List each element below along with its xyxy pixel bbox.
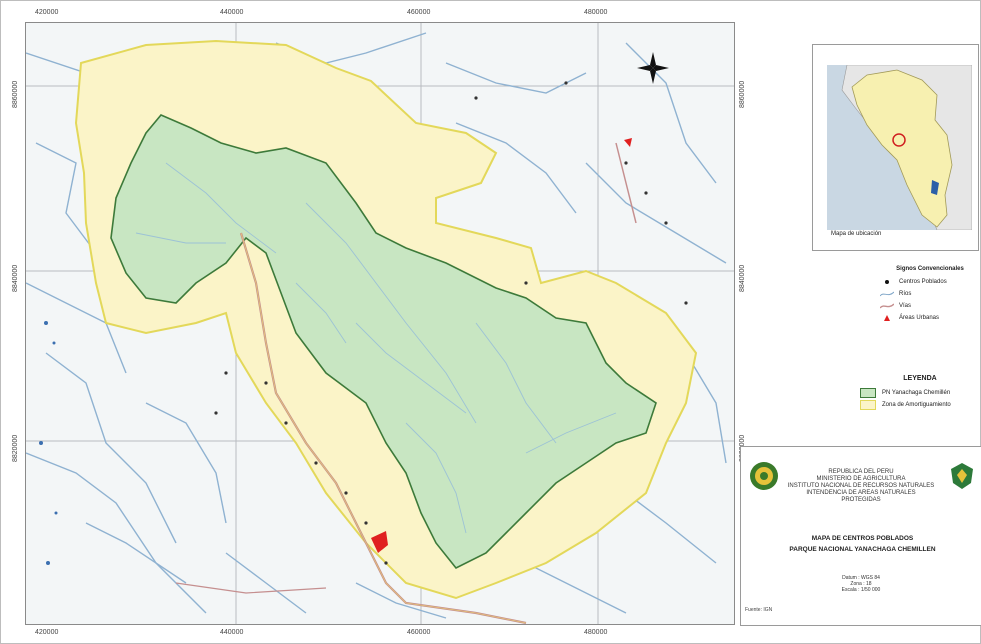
x-tick-label: 440000: [220, 9, 244, 16]
road-icon: [880, 302, 894, 310]
conventional-signs: Signos Convencionales Centros Poblados R…: [880, 266, 980, 324]
legend-title: LEYENDA: [903, 375, 937, 382]
legend-row: Centros Poblados: [880, 276, 980, 288]
scale-line: Datum : WGS 84: [842, 575, 880, 581]
inset-map-label: Mapa de ubicación: [831, 231, 882, 237]
main-map-canvas: [26, 23, 734, 624]
buffer-swatch: [860, 400, 876, 410]
legend-label: Áreas Urbanas: [899, 315, 940, 321]
map-title: MAPA DE CENTROS POBLADOS PARQUE NACIONAL…: [755, 533, 970, 555]
legend-row: Vías: [880, 300, 980, 312]
source-text: Fuente: IGN: [745, 607, 773, 613]
map-title-block: REPUBLICA DEL PERU MINISTERIO DE AGRICUL…: [740, 446, 981, 626]
map-title-line: MAPA DE CENTROS POBLADOS: [811, 535, 914, 542]
legend-row: Ríos: [880, 288, 980, 300]
populated-centers: [214, 81, 688, 565]
legend-label: Vías: [899, 303, 912, 309]
lakes: [39, 321, 58, 565]
y-tick-label: 8860000: [739, 80, 746, 108]
roads: [175, 142, 637, 624]
x-tick-label: 480000: [584, 9, 608, 16]
legend-row: Áreas Urbanas: [880, 312, 980, 324]
north-arrow-icon: [637, 52, 669, 84]
river-icon: [880, 290, 894, 298]
institution-text: REPUBLICA DEL PERU MINISTERIO DE AGRICUL…: [771, 469, 951, 504]
scale-line: Zona : 18: [850, 581, 872, 587]
institution-line: PROTEGIDAS: [841, 497, 881, 503]
rivers-inside-park: [135, 162, 617, 534]
x-tick-label: 480000: [584, 629, 608, 636]
main-map[interactable]: [25, 22, 735, 625]
y-tick-label: 8840000: [12, 264, 19, 292]
legend-row: Zona de Amortiguamiento: [860, 399, 980, 411]
ministry-seal-icon: [750, 462, 778, 490]
institution-line: MINISTERIO DE AGRICULTURA: [816, 476, 906, 482]
conventional-signs-title: Signos Convencionales: [896, 266, 964, 272]
scale-line: Escala : 1/50 000: [841, 587, 881, 593]
y-tick-label: 8840000: [739, 264, 746, 292]
institution-line: REPUBLICA DEL PERU: [828, 469, 894, 475]
institution-line: INSTITUTO NACIONAL DE RECURSOS NATURALES: [787, 483, 935, 489]
legend-label: Ríos: [899, 291, 912, 297]
peru-outline-map: [827, 65, 972, 230]
x-tick-label: 440000: [220, 629, 244, 636]
x-tick-label: 420000: [35, 629, 59, 636]
y-tick-label: 8860000: [12, 80, 19, 108]
legend-row: PN Yanachaga Chemillén: [860, 387, 980, 399]
x-tick-label: 460000: [407, 9, 431, 16]
map-legend: LEYENDA PN Yanachaga Chemillén Zona de A…: [860, 375, 980, 411]
national-park-area[interactable]: [110, 114, 657, 570]
legend-label: Zona de Amortiguamiento: [882, 402, 951, 408]
park-emblem-icon: [951, 463, 973, 489]
legend-label: PN Yanachaga Chemillén: [882, 390, 951, 396]
institution-line: INTENDENCIA DE AREAS NATURALES: [806, 490, 916, 496]
urban-areas: [371, 138, 632, 553]
legend-label: Centros Poblados: [899, 279, 947, 285]
scale-info: Datum : WGS 84 Zona : 18 Escala : 1/50 0…: [831, 575, 891, 593]
location-inset-map: Mapa de ubicación: [812, 44, 979, 251]
x-tick-label: 460000: [407, 629, 431, 636]
rivers-outside: [26, 32, 727, 619]
urban-area-icon: [880, 314, 894, 322]
park-swatch: [860, 388, 876, 398]
map-title-line: PARQUE NACIONAL YANACHAGA CHEMILLEN: [789, 546, 936, 553]
y-tick-label: 8820000: [12, 434, 19, 462]
x-tick-label: 420000: [35, 9, 59, 16]
dot-icon: [880, 278, 894, 286]
